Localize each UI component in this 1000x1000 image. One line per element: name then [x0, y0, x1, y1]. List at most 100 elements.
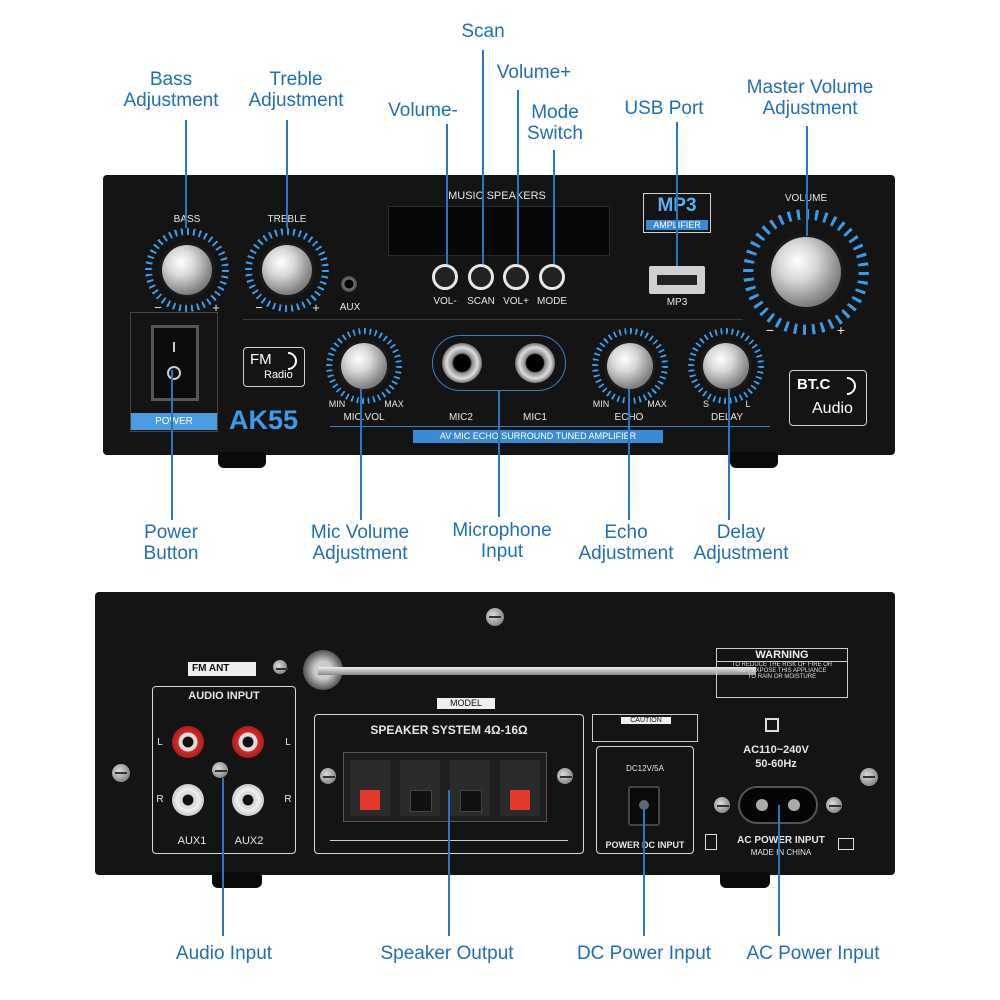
- fm-antenna-rod[interactable]: [318, 667, 756, 675]
- speaker-screw-left: [320, 768, 336, 784]
- aux2-r-rca-jack[interactable]: [232, 784, 264, 816]
- speaker-terminal-2[interactable]: [400, 760, 440, 816]
- mode-callout: Mode Switch: [527, 102, 583, 144]
- audio-input-screw: [212, 762, 228, 778]
- front-foot-left: [218, 452, 266, 468]
- right-channel-mark-2: R: [284, 794, 292, 805]
- mic-vol-text: MIC.VOL: [343, 412, 385, 423]
- mic-volume-line: [360, 389, 362, 520]
- delay-text: DELAY: [710, 412, 744, 423]
- bass-knob[interactable]: [162, 245, 212, 295]
- ac-power-callout: AC Power Input: [746, 943, 880, 964]
- echo-callout: Echo Adjustment: [578, 522, 673, 564]
- volume-minus-callout: Volume-: [388, 100, 458, 121]
- aux2-l-rca-jack[interactable]: [232, 726, 264, 758]
- vol-minus-text: VOL-: [433, 296, 457, 307]
- master-callout: Master Volume Adjustment: [747, 77, 874, 119]
- delay-s: S: [702, 399, 710, 409]
- scan-callout: Scan: [461, 21, 505, 42]
- left-screw: [112, 764, 130, 782]
- warning-line-2: NOT EXPOSE THIS APPLIANCE: [737, 668, 827, 674]
- mic2-text: MIC2: [449, 412, 473, 423]
- audio-input-frame: [152, 686, 296, 854]
- speaker-output-callout: Speaker Output: [380, 943, 514, 964]
- ac-pin-left: [756, 799, 768, 811]
- made-in-text: MADE IN CHINA: [750, 848, 812, 857]
- mic-input-callout-text: Microphone Input: [452, 520, 552, 562]
- mic1-jack[interactable]: [515, 343, 555, 383]
- aux1-r-rca-jack[interactable]: [172, 784, 204, 816]
- ac-power-line: [778, 805, 780, 936]
- power-dc-input-text: POWER DC INPUT: [605, 840, 685, 850]
- volume-plus: +: [836, 322, 846, 338]
- delay-callout-text: Delay Adjustment: [693, 522, 789, 564]
- volume-minus: −: [765, 322, 775, 338]
- speaker-terminal-3[interactable]: [450, 760, 490, 816]
- power-switch-frame: [130, 312, 218, 432]
- delay-knob[interactable]: [703, 343, 749, 389]
- delay-line: [728, 389, 730, 520]
- left-channel-mark-2: L: [285, 737, 291, 748]
- bass-minus: −: [154, 300, 162, 315]
- master-volume-knob[interactable]: [771, 237, 841, 307]
- aux1-l-rca-jack[interactable]: [172, 726, 204, 758]
- aux-label: AUX: [339, 302, 361, 313]
- tagline-underline: [330, 426, 770, 427]
- dc-power-callout: DC Power Input: [576, 943, 712, 964]
- power-switch[interactable]: [151, 325, 199, 401]
- dc-jack-pin: [639, 800, 649, 810]
- mode-text: MODE: [537, 296, 567, 307]
- aux-jack[interactable]: [341, 276, 357, 292]
- dc-spec-text: DC12V/5A: [626, 764, 664, 773]
- terminal-2-black-button: [410, 790, 432, 812]
- echo-max: MAX: [647, 399, 667, 409]
- front-foot-right: [730, 452, 778, 468]
- audio-input-callout: Audio Input: [175, 943, 273, 964]
- speaker-terminal-1[interactable]: [350, 760, 390, 816]
- power-switch-off-mark: [167, 366, 181, 380]
- radio-text: Radio: [264, 369, 293, 381]
- warning-line-3: TO RAIN OR MOISTURE: [747, 674, 817, 680]
- scan-line: [482, 50, 484, 264]
- dc-power-frame: [596, 746, 694, 854]
- ac-spec-line-2: 50-60Hz: [755, 758, 797, 770]
- bass-plus: +: [212, 300, 220, 315]
- usb-port[interactable]: [649, 266, 705, 294]
- speaker-terminal-4[interactable]: [500, 760, 540, 816]
- echo-line: [628, 389, 630, 520]
- class-2-symbol: [765, 718, 779, 732]
- treble-knob[interactable]: [262, 245, 312, 295]
- bt-audio-badge: BT.C Audio: [789, 370, 867, 426]
- vol-plus-button[interactable]: [503, 264, 529, 290]
- vol-minus-button[interactable]: [432, 264, 458, 290]
- volume-plus-line: [517, 90, 519, 264]
- mode-callout-text: Mode Switch: [527, 102, 583, 144]
- warning-line-1: TO REDUCE THE RISK OF FIRE OR: [731, 662, 833, 668]
- ac-screw-right: [826, 797, 842, 813]
- echo-knob[interactable]: [607, 343, 653, 389]
- mode-button[interactable]: [539, 264, 565, 290]
- usb-line: [676, 122, 678, 266]
- back-panel: [95, 592, 895, 875]
- usb-slot: [657, 275, 697, 285]
- delay-l: L: [745, 399, 751, 409]
- master-line: [806, 126, 808, 236]
- power-callout: Power Button: [144, 522, 199, 564]
- fm-radio-badge: FM Radio: [243, 347, 305, 387]
- terminal-3-black-button: [460, 790, 482, 812]
- delay-callout: Delay Adjustment: [693, 522, 788, 564]
- scan-button[interactable]: [468, 264, 494, 290]
- fm-text: FM: [250, 351, 272, 368]
- bass-callout-text: Bass Adjustment: [123, 69, 219, 111]
- warning-title: WARNING: [717, 649, 847, 662]
- mic-volume-callout: Mic Volume Adjustment: [311, 522, 409, 564]
- warning-box: WARNING TO REDUCE THE RISK OF FIRE OR NO…: [716, 648, 848, 698]
- aux1-label: AUX1: [177, 835, 207, 847]
- bass-line: [185, 120, 187, 228]
- mic2-jack[interactable]: [442, 343, 482, 383]
- mic-volume-knob[interactable]: [341, 343, 387, 389]
- mic-volume-callout-text: Mic Volume Adjustment: [310, 522, 410, 564]
- ac-spec-line-1: AC110~240V: [743, 744, 809, 756]
- tagline-bar: AV MIC ECHO SURROUND TUNED AMPLIFIER: [413, 430, 663, 443]
- volume-minus-line: [446, 124, 448, 264]
